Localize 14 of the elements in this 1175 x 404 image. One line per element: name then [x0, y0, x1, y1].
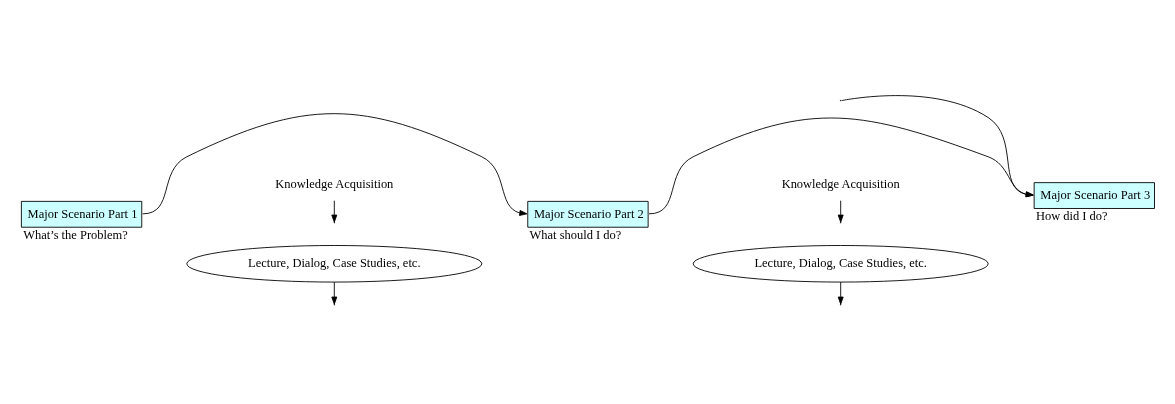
arrow [142, 113, 528, 216]
arrow [837, 281, 844, 305]
node-label: What’s the Problem? [23, 227, 128, 242]
node-ellipse: Lecture, Dialog, Case Studies, etc. [186, 245, 483, 283]
arrow [331, 281, 338, 305]
arrow [331, 200, 338, 223]
arrow [648, 117, 1034, 215]
arrow [837, 200, 844, 223]
node-label: How did I do? [1035, 209, 1108, 224]
arrow [841, 95, 1034, 198]
node-ellipse: Lecture, Dialog, Case Studies, etc. [692, 245, 989, 283]
node-text: Knowledge Acquisition [781, 176, 900, 191]
node-label: What should I do? [529, 227, 622, 242]
node-text: Knowledge Acquisition [275, 176, 394, 191]
